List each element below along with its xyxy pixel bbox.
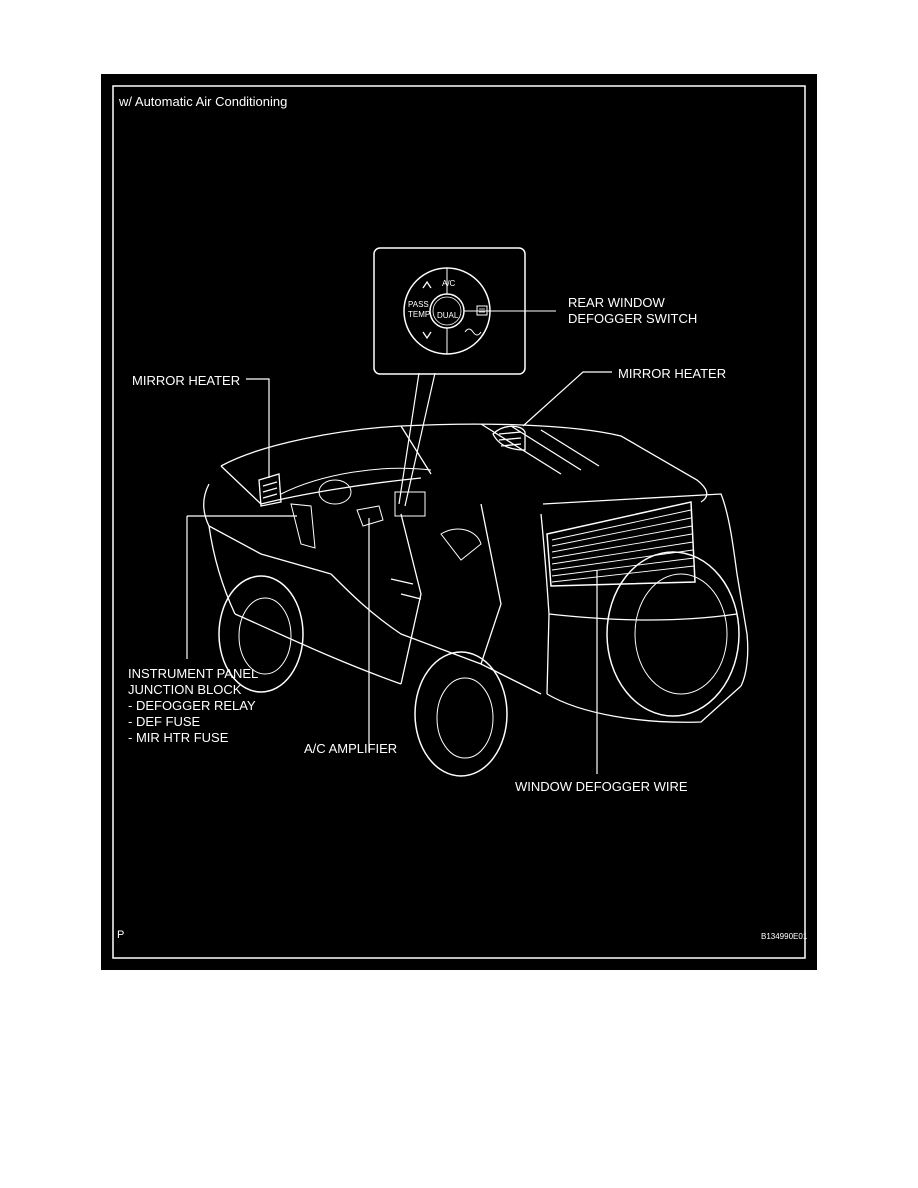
mirror-heater-right-label: MIRROR HEATER (618, 366, 727, 381)
figure-code: B134990E01 (761, 932, 808, 941)
diagram-panel: w/ Automatic Air Conditioning REAR WINDO… (101, 74, 817, 970)
ac-button-label: A/C (442, 279, 456, 288)
ac-amplifier-label: A/C AMPLIFIER (304, 741, 398, 756)
rear-window-defogger-switch-label: REAR WINDOW DEFOGGER SWITCH (568, 295, 697, 327)
fan-icon (464, 328, 482, 336)
label-line: JUNCTION BLOCK (128, 682, 242, 697)
temp-up-icon (422, 280, 432, 289)
label-line: - DEF FUSE (128, 714, 201, 729)
junction-block-shape (290, 503, 316, 549)
control-panel-inset (373, 247, 556, 507)
rear-window (546, 501, 696, 587)
spare-tire (606, 551, 740, 717)
vehicle-illustration (112, 85, 806, 959)
mirror-heater-left-label: MIRROR HEATER (132, 373, 241, 388)
instrument-panel-junction-block-label: INSTRUMENT PANEL JUNCTION BLOCK - DEFOGG… (128, 666, 258, 746)
rear-defogger-icon (476, 305, 488, 316)
condition-label: w/ Automatic Air Conditioning (119, 94, 288, 109)
label-line: DEFOGGER SWITCH (568, 311, 698, 326)
label-line: - DEFOGGER RELAY (128, 698, 256, 713)
pass-label: PASS (408, 300, 429, 309)
window-defogger-wire-label: WINDOW DEFOGGER WIRE (515, 779, 688, 794)
label-line: - MIR HTR FUSE (128, 730, 229, 745)
inner-frame (112, 85, 806, 959)
dashboard (280, 467, 482, 561)
ac-amplifier-shape (356, 505, 384, 527)
suv-body (203, 423, 749, 723)
wheels (218, 575, 508, 777)
temp-label: TEMP (408, 310, 431, 319)
label-line: INSTRUMENT PANEL (128, 666, 259, 681)
label-line: REAR WINDOW (568, 295, 665, 310)
dual-label: DUAL (437, 311, 459, 320)
mirror-heaters (258, 425, 526, 507)
leader-lines (186, 371, 612, 774)
corner-mark: P (117, 929, 125, 941)
temp-down-icon (422, 331, 432, 340)
